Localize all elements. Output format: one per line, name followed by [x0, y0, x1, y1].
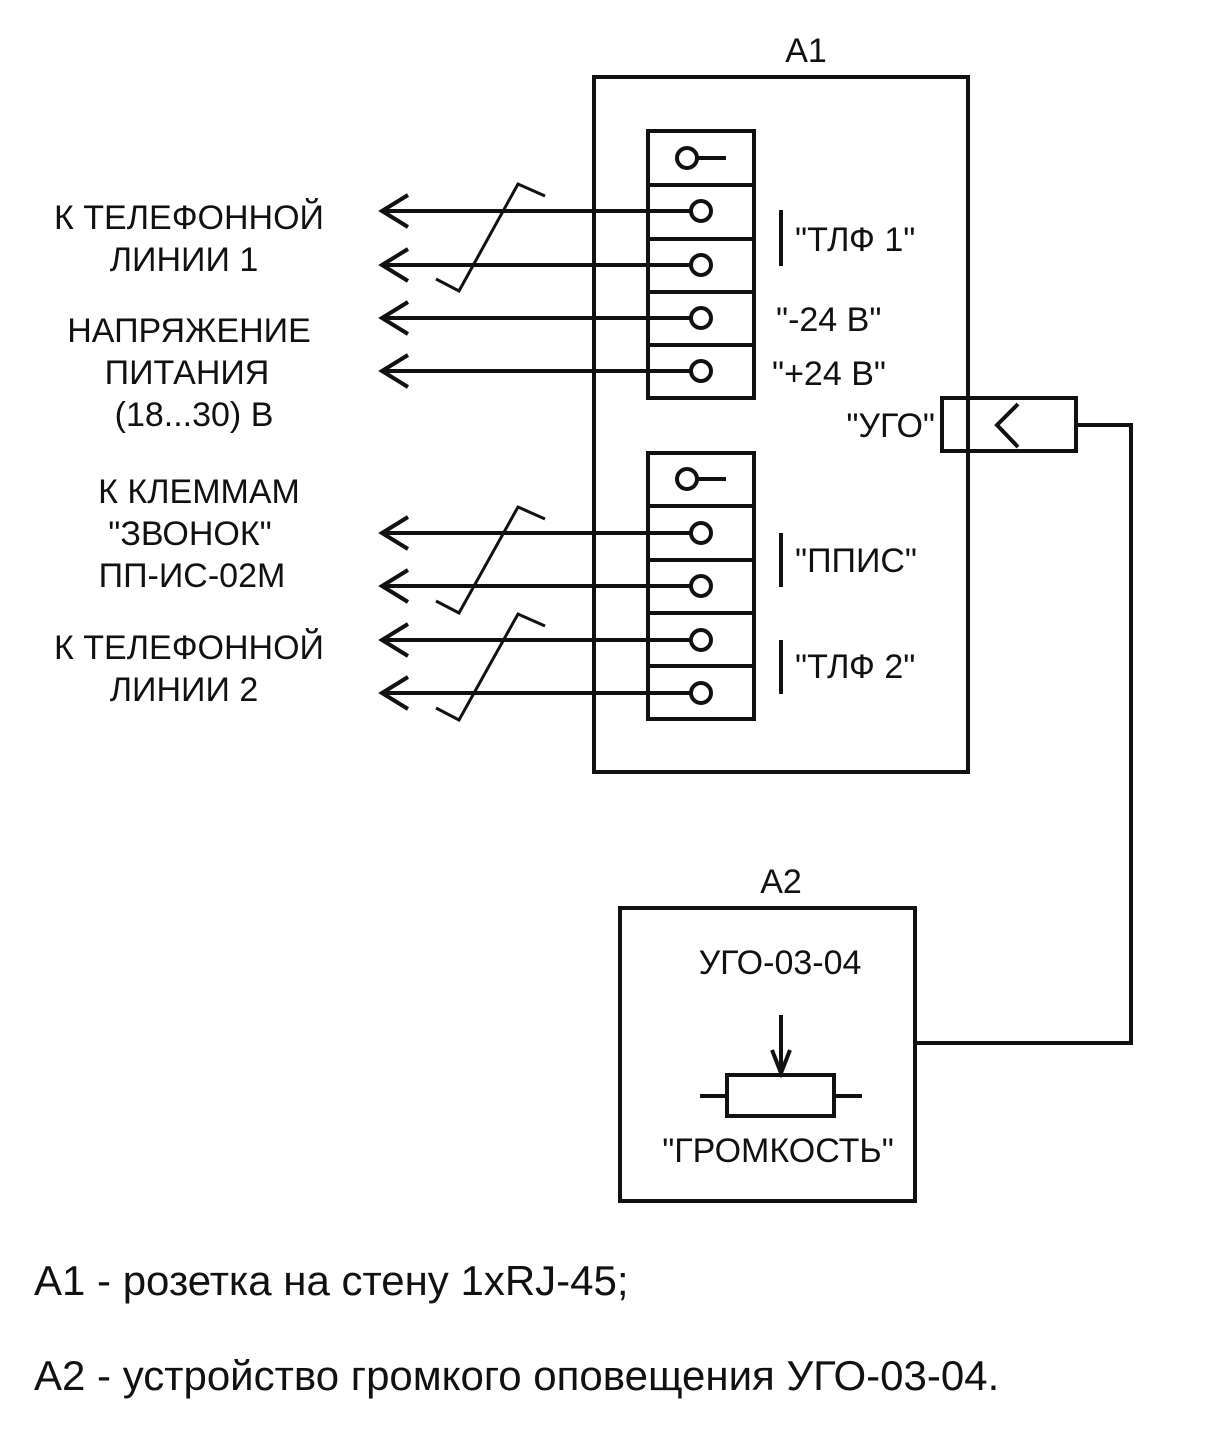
- label-minus24: "-24 В": [776, 301, 881, 339]
- label-tlf1: "ТЛФ 1": [795, 221, 915, 259]
- terminal-tlf1-a: [689, 199, 713, 223]
- ext-label-tlf2-line1: К ТЕЛЕФОННОЙ: [54, 629, 324, 667]
- external-wires: [378, 193, 691, 711]
- label-ppis: "ППИС": [795, 542, 917, 580]
- terminal-tlf2-b: [689, 681, 713, 705]
- twisted-pair-marks: [435, 182, 546, 723]
- legend-a2: А2 - устройство громкого оповещения УГО-…: [34, 1352, 999, 1399]
- volume-potentiometer-icon: [700, 1015, 862, 1118]
- a1-enclosure: [592, 75, 970, 774]
- a1-designator: A1: [785, 32, 827, 70]
- terminal-block-1: [646, 129, 756, 400]
- terminal-ppis-b: [689, 574, 713, 598]
- ext-label-power-line3: (18...30) В: [115, 396, 274, 434]
- terminal-tlf2-a: [689, 628, 713, 652]
- ground-terminal-1: [675, 146, 699, 170]
- terminal-plus24: [689, 359, 713, 383]
- ext-label-power-line2: ПИТАНИЯ: [105, 354, 270, 392]
- ext-label-tlf1-line2: ЛИНИИ 1: [110, 241, 259, 279]
- terminal-tlf1-b: [689, 253, 713, 277]
- ugo-connector: [940, 396, 1078, 453]
- ext-label-power-line1: НАПРЯЖЕНИЕ: [67, 312, 311, 350]
- terminal-ppis-a: [689, 521, 713, 545]
- ground-terminal-2: [675, 467, 699, 491]
- terminal-minus24: [689, 306, 713, 330]
- a2-designator: A2: [760, 863, 802, 901]
- legend-a1: А1 - розетка на стену 1xRJ-45;: [34, 1257, 629, 1304]
- a2-model-label: УГО-03-04: [699, 944, 862, 982]
- label-plus24: "+24 В": [772, 355, 886, 393]
- label-ugo-connector: "УГО": [846, 407, 935, 445]
- a2-enclosure: [618, 906, 917, 1203]
- ext-label-tlf1-line1: К ТЕЛЕФОННОЙ: [54, 199, 324, 237]
- volume-label: "ГРОМКОСТЬ": [662, 1132, 894, 1170]
- ext-label-bell-line3: ПП-ИС-02М: [99, 557, 286, 595]
- ugo-cable: [917, 423, 1133, 1045]
- label-tlf2: "ТЛФ 2": [795, 648, 915, 686]
- ext-label-bell-line1: К КЛЕММАМ: [98, 473, 300, 511]
- ext-label-bell-line2: "ЗВОНОК": [108, 515, 271, 553]
- ext-label-tlf2-line2: ЛИНИИ 2: [110, 671, 259, 709]
